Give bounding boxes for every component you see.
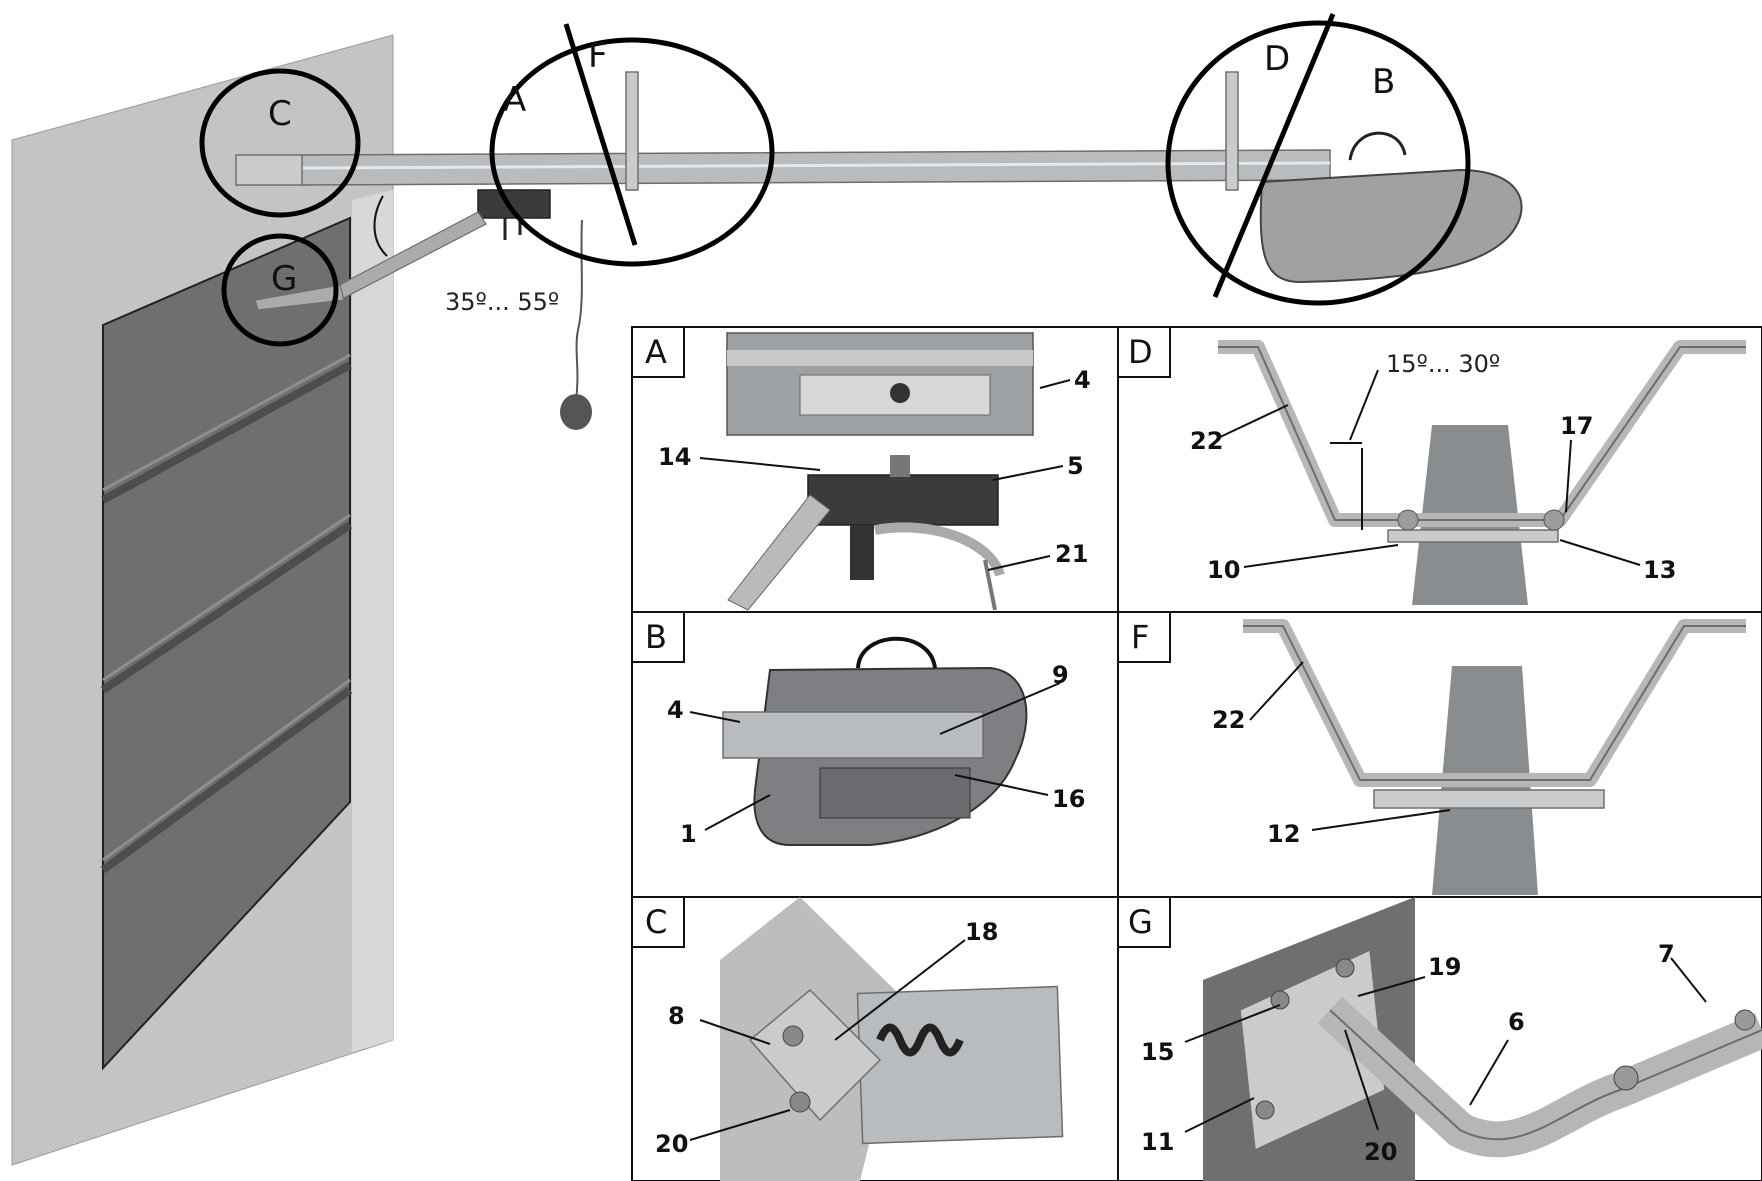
trolley-closeup: [807, 474, 999, 526]
callout-a: A: [503, 80, 526, 120]
label-c-18: 18: [965, 918, 998, 946]
panel-g-letter: G: [1128, 903, 1153, 941]
callout-g: G: [271, 259, 297, 299]
label-g-7: 7: [1658, 940, 1675, 968]
label-c-20: 20: [655, 1130, 688, 1158]
spring: [876, 1023, 964, 1057]
panel-f: F 22 12: [1117, 611, 1746, 895]
door-bracket-arm: [254, 284, 345, 311]
panel-b-letter: B: [645, 618, 667, 656]
wall-bracket: [235, 154, 303, 186]
label-f-22: 22: [1212, 706, 1245, 734]
panel-a: A 4 14 5 21: [631, 326, 1091, 611]
panel-g: G 19 7 6 15 11 20: [1117, 896, 1762, 1181]
wall-side-strip: [352, 190, 393, 1052]
label-b-9: 9: [1052, 661, 1069, 689]
label-d-17: 17: [1560, 412, 1593, 440]
label-b-1: 1: [680, 820, 697, 848]
release-cord: [575, 219, 583, 401]
release-handle: [560, 394, 592, 430]
label-d-10: 10: [1207, 556, 1240, 584]
ceiling-hanger-d: [1225, 71, 1239, 191]
garage-door: [102, 216, 351, 1071]
panel-f-letter: F: [1131, 618, 1149, 656]
label-g-6: 6: [1508, 1008, 1525, 1036]
motor-unit: [1259, 168, 1523, 284]
rail-end-c: [856, 985, 1064, 1145]
label-a-4: 4: [1074, 366, 1091, 394]
detail-panels-grid: [631, 326, 1762, 1181]
panel-a-letter: A: [645, 333, 667, 371]
label-a-14: 14: [658, 443, 691, 471]
panel-b: B 9 4 16 1: [631, 611, 1085, 848]
door-panel-grooves: [100, 361, 353, 874]
label-a-21: 21: [1055, 540, 1088, 568]
label-b-4: 4: [667, 696, 684, 724]
label-f-12: 12: [1267, 820, 1300, 848]
ceiling-hanger-f: [625, 71, 639, 191]
label-g-15: 15: [1141, 1038, 1174, 1066]
panel-d: D 15º... 30º 22 17 10 13: [1117, 326, 1746, 605]
label-g-11: 11: [1141, 1128, 1174, 1156]
label-g-19: 19: [1428, 953, 1461, 981]
callout-f: F: [588, 36, 608, 76]
label-c-8: 8: [668, 1002, 685, 1030]
angle-label-d: 15º... 30º: [1386, 350, 1500, 378]
panel-c: C 18 8 20: [631, 896, 1064, 1181]
label-d-13: 13: [1643, 556, 1676, 584]
overview-illustration: 35º... 55º C A F D B G: [11, 13, 1523, 1166]
label-g-20: 20: [1364, 1138, 1397, 1166]
callout-circles: [199, 13, 1471, 347]
rail-in-motor: [722, 711, 984, 759]
angle-label-main: 35º... 55º: [445, 288, 559, 316]
callout-c: C: [268, 94, 292, 134]
callout-b: B: [1372, 62, 1395, 102]
label-a-5: 5: [1067, 452, 1084, 480]
callout-d: D: [1264, 39, 1290, 79]
label-d-22: 22: [1190, 427, 1223, 455]
panel-c-letter: C: [645, 903, 667, 941]
label-b-16: 16: [1052, 785, 1085, 813]
panel-d-letter: D: [1128, 333, 1153, 371]
